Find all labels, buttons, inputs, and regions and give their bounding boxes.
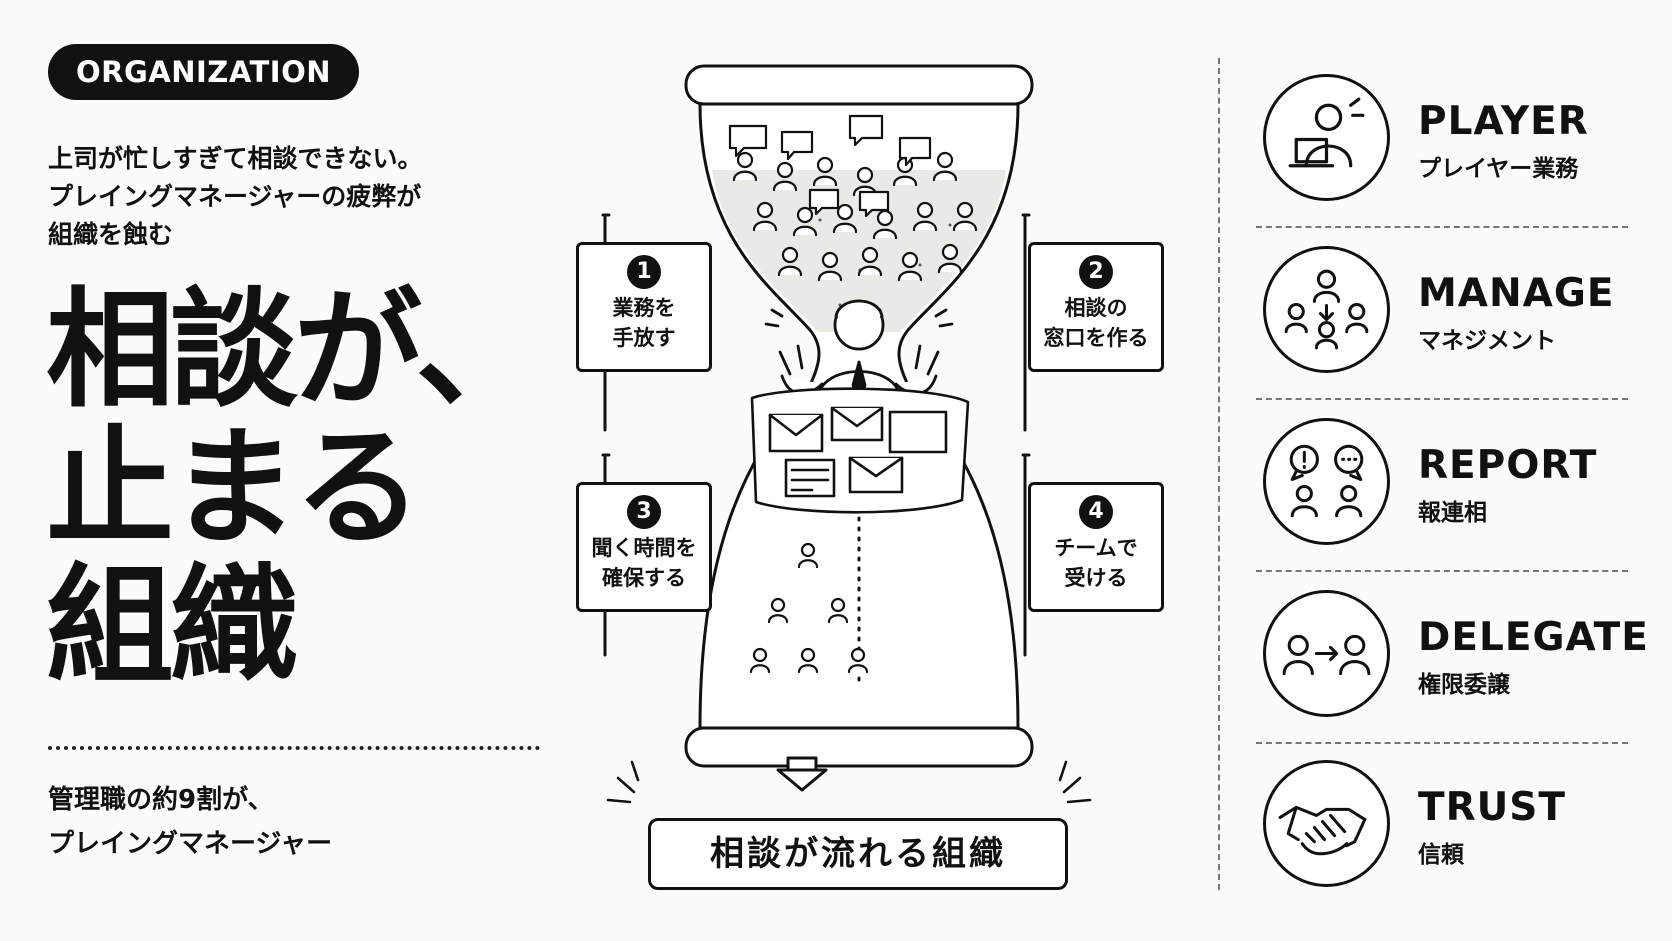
step-text: 相談の 窓口を作る: [1043, 296, 1149, 350]
step-sign-1: 1 業務を 手放す: [576, 242, 712, 372]
row-separator: [1256, 742, 1628, 744]
headline-line: 止まる: [46, 414, 422, 563]
lower-people-icons: [749, 542, 869, 674]
row-separator: [1256, 226, 1628, 228]
subtitle-line: プレイングマネージャーの疲弊が: [48, 182, 422, 211]
team-hierarchy-icon: [1263, 246, 1390, 373]
headline-line: 相談が、: [46, 276, 543, 425]
stat-line: プレイングマネージャー: [48, 829, 333, 859]
step-text: チームで 受ける: [1054, 536, 1138, 590]
step-number: 1: [627, 255, 661, 289]
chat-bubble-icons: [728, 114, 932, 218]
role-subtitle-report: 報連相: [1418, 500, 1487, 526]
step-sign-4: 4 チームで 受ける: [1028, 482, 1164, 612]
role-title-report: REPORT: [1418, 443, 1598, 488]
subtitle: 上司が忙しすぎて相談できない。 プレイングマネージャーの疲弊が 組織を蝕む: [48, 140, 528, 254]
hourglass-illustration: [601, 64, 1092, 804]
role-title-manage: MANAGE: [1418, 271, 1615, 316]
down-arrow: [776, 756, 828, 792]
headline: 相談が、 止まる 組織: [46, 282, 556, 696]
statistic-note: 管理職の約9割が、 プレイングマネージャー: [48, 778, 528, 866]
row-separator: [1256, 398, 1628, 400]
hourglass-bottom-cap: [684, 726, 1034, 768]
headline-line: 組織: [46, 552, 298, 701]
role-title-player: PLAYER: [1418, 99, 1589, 144]
document-pile: [750, 387, 970, 514]
crowd-people-icons: [732, 151, 978, 282]
step-number: 3: [627, 495, 661, 529]
category-badge: ORGANIZATION: [48, 44, 360, 100]
vertical-divider: [1218, 58, 1220, 890]
hourglass-top-cap: [684, 64, 1034, 106]
row-separator: [1256, 570, 1628, 572]
speech-bubbles-icon: [1263, 418, 1390, 545]
step-text: 聞く時間を 確保する: [591, 536, 697, 590]
dotted-divider: [48, 746, 540, 750]
role-subtitle-delegate: 権限委譲: [1418, 672, 1510, 698]
laptop-person-icon: [1263, 74, 1390, 201]
handshake-icon: [1263, 760, 1390, 887]
handoff-arrow-icon: [1263, 590, 1390, 717]
role-subtitle-manage: マネジメント: [1418, 328, 1556, 354]
role-title-trust: TRUST: [1418, 785, 1566, 830]
subtitle-line: 上司が忙しすぎて相談できない。: [48, 144, 423, 173]
step-number: 2: [1079, 255, 1113, 289]
step-number: 4: [1079, 495, 1113, 529]
subtitle-line: 組織を蝕む: [48, 220, 174, 249]
stat-line: 管理職の約9割が、: [48, 785, 274, 815]
role-title-delegate: DELEGATE: [1418, 615, 1649, 660]
role-subtitle-player: プレイヤー業務: [1418, 156, 1579, 182]
step-sign-3: 3 聞く時間を 確保する: [576, 482, 712, 612]
step-text: 業務を 手放す: [612, 296, 676, 350]
step-sign-2: 2 相談の 窓口を作る: [1028, 242, 1164, 372]
sparkle-lines: [606, 760, 1092, 804]
outcome-banner: 相談が流れる組織: [648, 818, 1068, 890]
role-subtitle-trust: 信頼: [1418, 842, 1464, 868]
